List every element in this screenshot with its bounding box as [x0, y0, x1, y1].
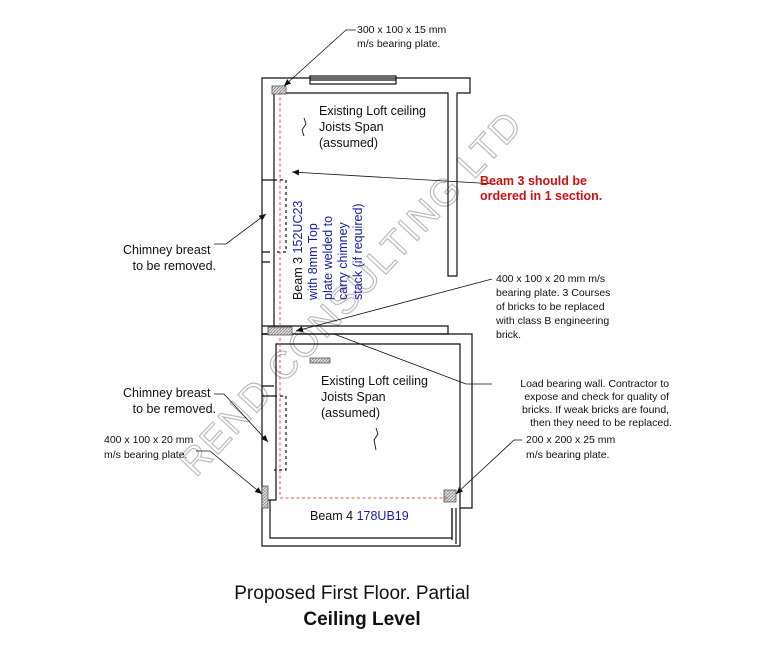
note-loft-upper: Existing Loft ceiling Joists Span (assum…: [319, 104, 430, 150]
note-plate-top: 300 x 100 x 15 mm m/s bearing plate.: [357, 24, 449, 50]
note-plate-right: 200 x 200 x 25 mm m/s bearing plate.: [526, 434, 618, 461]
note-beam3-section: Beam 3 should be ordered in 1 section.: [480, 174, 602, 203]
bearing-plate-top: [271, 85, 287, 95]
joist-span-symbols: [301, 117, 379, 451]
beam-lines: [279, 92, 448, 499]
bearing-plate-joist: [309, 357, 331, 364]
beam-4-spec: Beam 4 178UB19: [310, 509, 409, 523]
leader-lines: [196, 29, 522, 495]
note-chimney-upper: Chimney breast to be removed.: [123, 243, 216, 273]
bearing-plate-left: [261, 485, 269, 509]
note-chimney-lower: Chimney breast to be removed.: [123, 386, 216, 416]
bearing-plate-right: [443, 489, 457, 503]
note-loft-lower: Existing Loft ceiling Joists Span (assum…: [321, 374, 432, 420]
upper-room-outer-wall: [261, 77, 471, 277]
note-plate-mid: 400 x 100 x 20 mm m/s bearing plate. 3 C…: [495, 273, 613, 341]
drawing-subtitle: Ceiling Level: [303, 609, 420, 630]
note-load-bearing-wall: Load bearing wall. Contractor to expose …: [520, 378, 672, 429]
bottom-bay: [261, 500, 461, 547]
note-plate-left: 400 x 100 x 20 mm m/s bearing plate.: [104, 434, 196, 461]
left-wall-upper: [261, 180, 275, 335]
beam-3-spec: Beam 3 152UC23 with 8mm Top plate welded…: [291, 197, 365, 301]
bearing-plate-mid: [267, 326, 293, 336]
drawing-title: Proposed First Floor. Partial: [234, 583, 469, 604]
